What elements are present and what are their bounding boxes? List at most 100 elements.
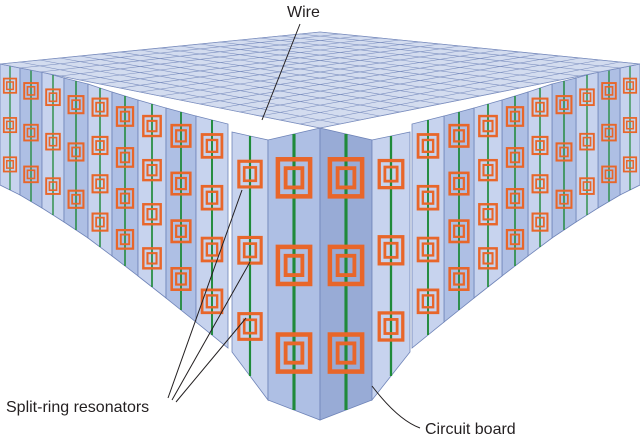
split-ring-resonator bbox=[505, 188, 525, 209]
circuit-board-label: Circuit board bbox=[425, 421, 516, 438]
inner-ring bbox=[146, 163, 158, 177]
inner-ring bbox=[48, 181, 58, 192]
split-ring-resonator bbox=[200, 236, 224, 263]
outer-ring bbox=[448, 123, 470, 148]
split-ring-resonator bbox=[327, 157, 365, 199]
outer-ring bbox=[622, 77, 638, 94]
split-ring-resonator bbox=[448, 219, 470, 244]
back-board-right bbox=[473, 99, 503, 299]
back-board-left bbox=[195, 115, 229, 349]
outer-ring bbox=[478, 247, 498, 270]
outer-ring bbox=[579, 88, 595, 107]
outer-ring bbox=[478, 158, 498, 182]
inner-ring bbox=[175, 272, 187, 286]
outer-ring bbox=[115, 228, 135, 250]
split-ring-resonator bbox=[377, 235, 405, 266]
split-ring-resonator bbox=[91, 135, 109, 156]
back-board-left bbox=[87, 83, 113, 257]
outer-ring bbox=[505, 228, 525, 250]
outer-ring bbox=[23, 82, 39, 100]
split-ring-resonator bbox=[448, 171, 470, 196]
split-ring-resonator bbox=[2, 77, 18, 94]
split-ring-resonator bbox=[170, 266, 192, 291]
split-ring-resonator bbox=[601, 82, 617, 100]
outer-ring bbox=[579, 132, 595, 151]
outer-ring bbox=[2, 77, 18, 94]
outer-ring bbox=[91, 97, 109, 117]
outer-ring bbox=[170, 266, 192, 291]
inner-ring bbox=[509, 233, 521, 246]
inner-ring bbox=[205, 294, 219, 309]
grid-line bbox=[99, 53, 421, 109]
split-ring-resonator bbox=[505, 147, 525, 168]
inner-ring bbox=[205, 242, 219, 257]
inner-ring bbox=[119, 233, 131, 246]
split-ring-resonator bbox=[555, 95, 573, 115]
outer-ring bbox=[478, 114, 498, 138]
split-ring-resonator bbox=[170, 171, 192, 196]
split-ring-resonator bbox=[142, 203, 162, 226]
outer-ring bbox=[327, 157, 365, 199]
outer-ring bbox=[555, 95, 573, 115]
inner-ring bbox=[242, 166, 258, 183]
grid-line bbox=[39, 59, 361, 121]
front-board-center-left bbox=[267, 127, 321, 421]
front-board-left bbox=[231, 131, 269, 402]
outer-ring bbox=[448, 266, 470, 291]
outer-ring bbox=[200, 133, 224, 159]
inner-ring bbox=[383, 165, 399, 183]
inner-ring bbox=[421, 294, 435, 309]
split-ring-resonator bbox=[416, 133, 440, 159]
split-ring-resonator bbox=[478, 247, 498, 270]
split-ring-resonator bbox=[448, 266, 470, 291]
outer-ring bbox=[23, 165, 39, 184]
outer-ring bbox=[448, 171, 470, 196]
front-board-right bbox=[371, 131, 411, 402]
grid-line bbox=[299, 61, 621, 125]
back-board-right bbox=[443, 107, 475, 323]
grid-line bbox=[19, 61, 341, 125]
split-ring-resonator bbox=[45, 177, 61, 195]
leader-lines bbox=[167, 23, 421, 429]
inner-ring bbox=[535, 101, 545, 113]
outer-ring bbox=[327, 332, 365, 374]
split-ring-resonator bbox=[115, 228, 135, 250]
inner-ring bbox=[482, 119, 494, 133]
grid-line bbox=[139, 49, 461, 101]
inner-ring bbox=[26, 85, 36, 96]
inner-ring bbox=[146, 119, 158, 133]
split-ring-resonator bbox=[115, 106, 135, 127]
outer-ring bbox=[45, 132, 61, 151]
grid-line bbox=[159, 47, 481, 97]
outer-ring bbox=[555, 189, 573, 209]
srr-leader-line bbox=[167, 189, 243, 399]
split-ring-resonator bbox=[115, 147, 135, 168]
inner-ring bbox=[482, 208, 494, 221]
outer-ring bbox=[275, 332, 313, 374]
split-ring-resonator bbox=[601, 123, 617, 142]
back-board-right bbox=[411, 115, 445, 349]
split-ring-resonator bbox=[91, 97, 109, 117]
inner-ring bbox=[175, 176, 187, 191]
inner-ring bbox=[26, 169, 36, 180]
outer-ring bbox=[91, 174, 109, 194]
inner-ring bbox=[146, 252, 158, 265]
outer-ring bbox=[601, 82, 617, 100]
inner-ring bbox=[95, 140, 105, 151]
inner-ring bbox=[6, 120, 14, 130]
inner-ring bbox=[383, 318, 399, 335]
inner-ring bbox=[582, 136, 592, 147]
grid-line bbox=[239, 55, 561, 113]
back-board-left bbox=[41, 71, 65, 223]
inner-ring bbox=[119, 110, 131, 123]
outer-ring bbox=[142, 114, 162, 138]
split-ring-resonator bbox=[23, 82, 39, 100]
split-ring-resonator bbox=[531, 174, 549, 194]
split-ring-resonator bbox=[23, 165, 39, 184]
outer-ring bbox=[505, 147, 525, 168]
split-ring-resonator bbox=[170, 219, 192, 244]
back-board-left bbox=[165, 107, 197, 323]
grid-line bbox=[279, 59, 601, 121]
split-ring-resonator bbox=[555, 189, 573, 209]
inner-ring bbox=[48, 136, 58, 147]
